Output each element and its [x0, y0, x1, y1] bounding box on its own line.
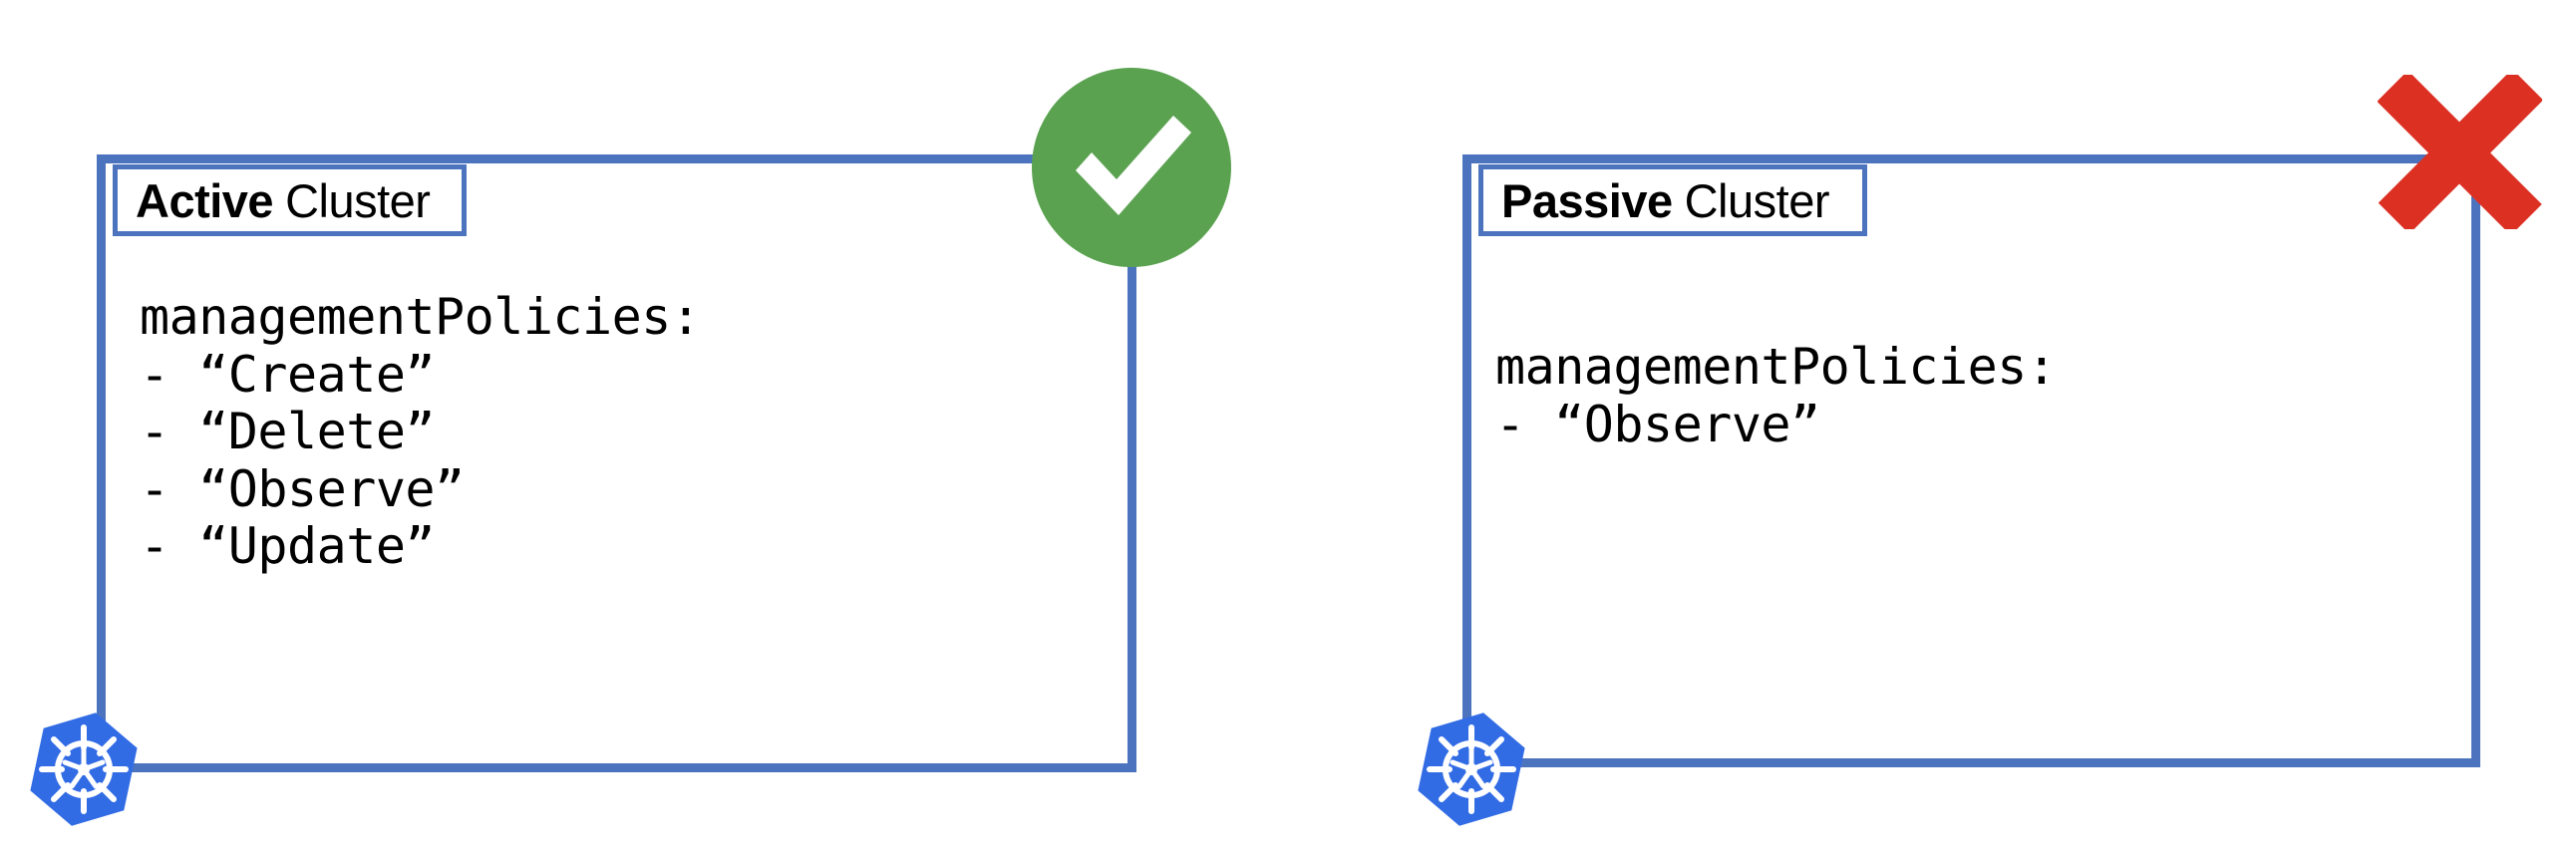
- green-check-circle-icon: [1032, 68, 1231, 267]
- active-cluster-title-plain: Cluster: [285, 173, 431, 227]
- passive-cluster-box-bottom-edge: [1462, 758, 2480, 767]
- active-cluster-box-left-edge: [97, 154, 106, 772]
- active-cluster-yaml-block: managementPolicies: - “Create” - “Delete…: [140, 288, 701, 575]
- passive-cluster-box-top-edge: [1462, 154, 2480, 163]
- kubernetes-logo-icon: [28, 710, 140, 829]
- active-cluster-group: Active Cluster managementPolicies: - “Cr…: [0, 0, 1246, 857]
- passive-cluster-title-plain: Cluster: [1684, 173, 1830, 227]
- passive-cluster-box-right-edge: [2471, 154, 2480, 767]
- active-cluster-box-top-edge: [97, 154, 1034, 163]
- passive-cluster-yaml-block: managementPolicies: - “Observe”: [1495, 338, 2057, 453]
- passive-cluster-title-tab: Passive Cluster: [1478, 164, 1867, 236]
- active-cluster-box-bottom-edge: [97, 763, 1136, 772]
- active-cluster-box-right-edge: [1127, 244, 1136, 772]
- kubernetes-logo-icon: [1416, 710, 1527, 829]
- active-cluster-title-strong: Active: [136, 173, 274, 227]
- active-cluster-title-tab: Active Cluster: [113, 164, 467, 236]
- red-cross-icon: [2378, 75, 2542, 229]
- passive-cluster-title-strong: Passive: [1501, 173, 1673, 227]
- passive-cluster-box-left-edge: [1462, 154, 1471, 767]
